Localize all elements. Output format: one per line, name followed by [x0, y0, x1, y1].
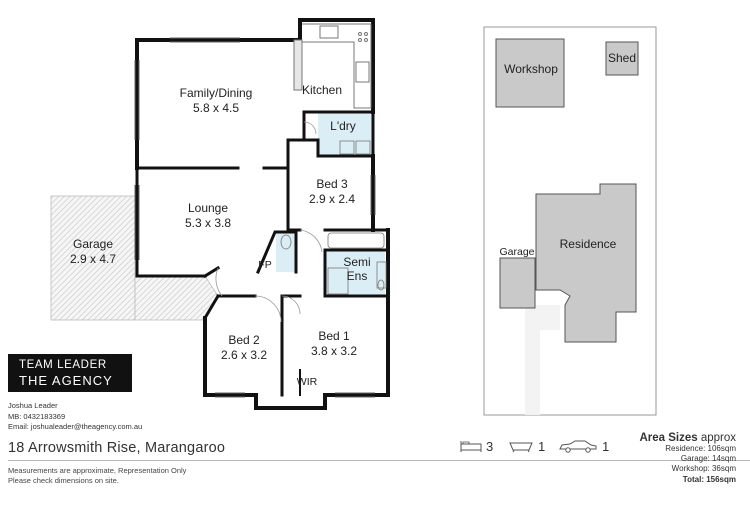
car-icon — [559, 440, 597, 453]
label-semi-ensuite-1: Semi — [343, 255, 370, 269]
toilet — [280, 234, 292, 250]
dims-lounge: 5.3 x 3.8 — [185, 216, 231, 230]
brand-line-1: TEAM LEADER — [19, 359, 107, 371]
kitchen-benches — [293, 23, 372, 109]
area-total: Total: 156sqm — [682, 474, 736, 484]
bed-icon — [460, 441, 482, 452]
dims-garage: 2.9 x 4.7 — [70, 252, 116, 266]
driveway — [525, 305, 560, 415]
vanity — [376, 261, 387, 289]
bedrooms-feature: 3 — [460, 437, 493, 455]
door-swings — [215, 121, 323, 323]
bathrooms-count: 1 — [538, 438, 546, 454]
disclaimer-line-2: Please check dimensions on site. — [8, 475, 119, 485]
wall — [202, 265, 221, 279]
area-sizes-title: Area Sizes approx — [639, 432, 736, 444]
fixtures — [280, 140, 387, 295]
agent-name: Joshua Leader — [8, 401, 58, 410]
area-sizes: Area Sizes approx Residence: 106sqm Gara… — [639, 432, 736, 485]
label-bed2: Bed 2 — [228, 333, 260, 347]
divider — [8, 460, 750, 461]
basin — [377, 279, 385, 291]
site-label-shed: Shed — [608, 51, 636, 65]
carport-slab — [134, 275, 219, 321]
site-label-residence: Residence — [560, 237, 617, 251]
walls — [135, 18, 390, 410]
label-lounge: Lounge — [188, 201, 228, 215]
wir-bump — [254, 393, 327, 410]
label-semi-ensuite-2: Ens — [347, 269, 368, 283]
laundry-floor — [318, 112, 373, 156]
shower — [327, 267, 349, 295]
area-workshop: Workshop: 36sqm — [671, 464, 736, 474]
area-title-main: Area Sizes — [639, 432, 698, 444]
agent-contact: Joshua Leader MB: 0432183369 Email: josh… — [8, 401, 142, 433]
label-wir: WIR — [297, 376, 318, 388]
bathtub-icon — [509, 442, 533, 453]
site-residence — [535, 183, 637, 343]
wall — [202, 293, 221, 321]
site-label-garage: Garage — [499, 246, 534, 258]
disclaimer: Measurements are approximate, Representa… — [8, 466, 186, 485]
label-bed1: Bed 1 — [318, 329, 350, 343]
label-garage: Garage — [73, 237, 113, 251]
site-label-workshop: Workshop — [504, 62, 558, 76]
property-address: 18 Arrowsmith Rise, Marangaroo — [8, 440, 226, 456]
parking-feature: 1 — [558, 437, 609, 455]
bathtub — [327, 232, 385, 249]
agent-email: Email: joshualeader@theagency.com.au — [8, 422, 143, 431]
label-kitchen: Kitchen — [302, 83, 342, 97]
windows — [134, 37, 376, 398]
garage-area — [50, 195, 219, 321]
agency-logo: TEAM LEADER THE AGENCY — [8, 354, 132, 392]
area-garage: Garage: 14sqm — [680, 454, 736, 464]
site-shed — [605, 41, 639, 76]
dims-bed1: 3.8 x 3.2 — [311, 344, 357, 358]
agent-mobile: MB: 0432183369 — [8, 411, 66, 421]
label-laundry: L'dry — [330, 119, 356, 133]
disclaimer-line-1: Measurements are approximate, Representa… — [8, 466, 187, 475]
bathroom-floor — [276, 232, 296, 272]
dims-bed2: 2.6 x 3.2 — [221, 348, 267, 362]
bathrooms-feature: 1 — [508, 437, 545, 455]
washing-machine — [355, 140, 371, 155]
label-fireplace: FP — [258, 259, 271, 271]
area-title-suffix: approx — [700, 432, 736, 444]
label-family-dining: Family/Dining — [180, 86, 253, 100]
brand-line-2: THE AGENCY — [19, 373, 113, 388]
parking-count: 1 — [602, 438, 610, 454]
site-workshop — [495, 38, 565, 108]
dims-family-dining: 5.8 x 4.5 — [193, 101, 239, 115]
semi-ensuite-floor — [325, 250, 385, 296]
dims-bed3: 2.9 x 2.4 — [309, 192, 355, 206]
label-bed3: Bed 3 — [316, 177, 348, 191]
room-labels: Family/Dining 5.8 x 4.5 Kitchen L'dry Lo… — [70, 83, 371, 388]
site-plan: Workshop Shed Residence Garage — [483, 26, 657, 416]
bedrooms-count: 3 — [486, 438, 494, 454]
area-residence: Residence: 106sqm — [665, 444, 736, 453]
fireplace-outline — [256, 230, 298, 274]
laundry-tub — [339, 140, 355, 155]
garage-slab — [50, 195, 136, 321]
site-garage — [499, 257, 536, 309]
